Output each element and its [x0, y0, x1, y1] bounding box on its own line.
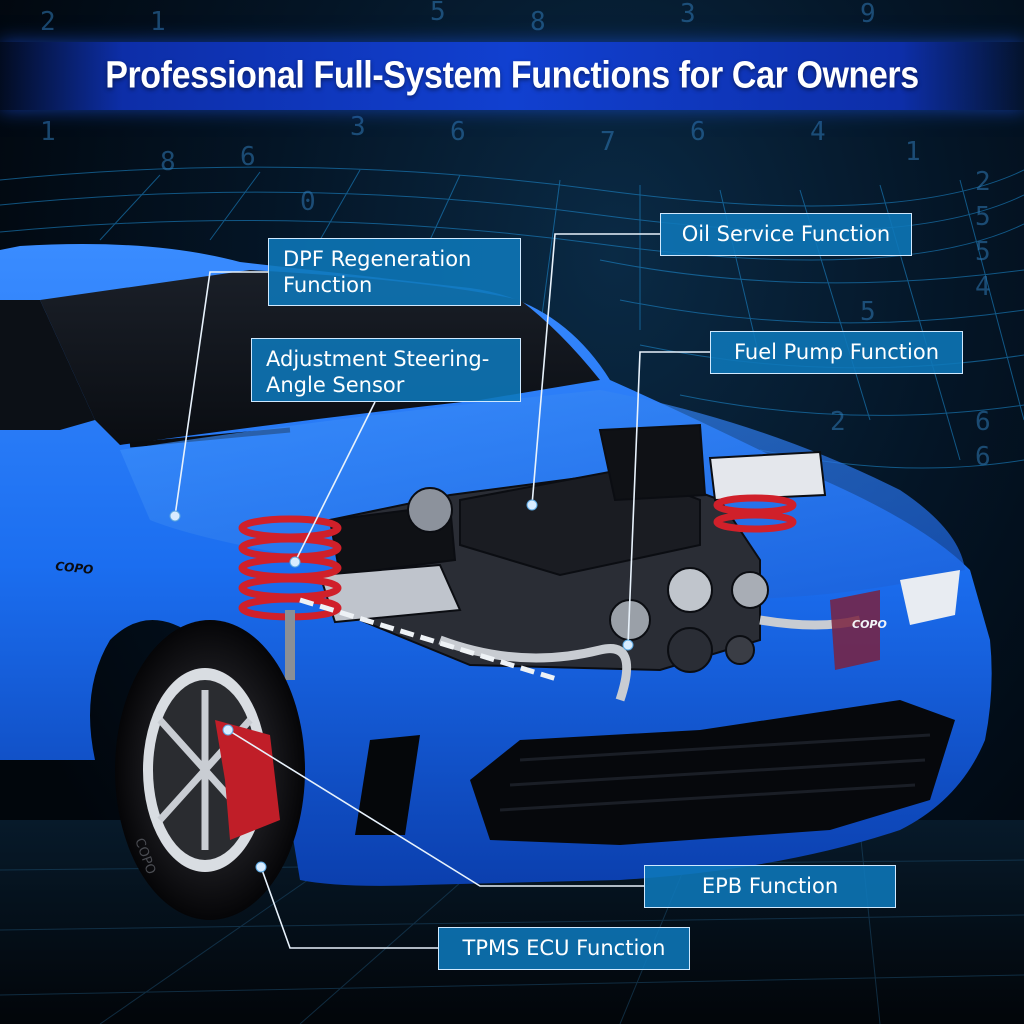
- grille-badge: COPO: [852, 618, 887, 631]
- svg-text:6: 6: [690, 117, 706, 147]
- callout-dpf-line1: DPF Regeneration: [283, 247, 472, 271]
- svg-text:8: 8: [530, 7, 546, 37]
- coil-spring: [238, 494, 797, 621]
- callout-tpms-ecu: TPMS ECU Function: [438, 927, 690, 970]
- svg-text:6: 6: [240, 142, 256, 172]
- headlight: [900, 570, 960, 625]
- title-banner: [0, 42, 1024, 110]
- svg-text:6: 6: [975, 407, 991, 437]
- svg-text:5: 5: [975, 202, 991, 232]
- svg-text:7: 7: [600, 127, 616, 157]
- grille-slats: [499, 733, 931, 812]
- svg-text:5: 5: [430, 0, 446, 27]
- callout-oil-service: Oil Service Function: [660, 213, 912, 256]
- callout-dpf-line2: Function: [283, 273, 373, 297]
- svg-text:1: 1: [905, 137, 921, 167]
- matrix-digits: 2 1 5 8 3 9 1 8 6 3 0 6 7 6 4 1 2 5 5 4 6 6 2 5: [40, 0, 991, 472]
- side-badge: COPO: [55, 559, 94, 577]
- connector-dots: [169, 499, 634, 873]
- svg-text:5: 5: [975, 237, 991, 267]
- callout-fuel-label: Fuel Pump Function: [733, 340, 940, 364]
- svg-text:8: 8: [160, 147, 176, 177]
- callout-steering-angle-sensor: Adjustment Steering- Angle Sensor: [251, 338, 521, 402]
- svg-text:6: 6: [450, 117, 466, 147]
- brake-rotor-front: [830, 590, 880, 670]
- callout-fuel-pump: Fuel Pump Function: [710, 331, 963, 374]
- callout-epb-label: EPB Function: [701, 874, 839, 898]
- svg-text:5: 5: [860, 297, 876, 327]
- callout-epb: EPB Function: [644, 865, 896, 908]
- svg-text:9: 9: [860, 0, 876, 29]
- svg-text:2: 2: [975, 167, 991, 197]
- svg-text:4: 4: [975, 272, 991, 302]
- svg-text:3: 3: [680, 0, 696, 29]
- cyber-grid: [0, 166, 1024, 469]
- page-title: Professional Full-System Functions for C…: [105, 53, 919, 97]
- callout-steering-line1: Adjustment Steering-: [266, 347, 490, 371]
- svg-text:4: 4: [810, 117, 826, 147]
- fog-vent: [355, 735, 420, 835]
- side-window: [0, 300, 95, 430]
- svg-text:3: 3: [350, 112, 366, 142]
- svg-text:6: 6: [975, 442, 991, 472]
- svg-text:2: 2: [830, 407, 846, 437]
- callout-tpms-label: TPMS ECU Function: [462, 936, 666, 960]
- steering-rack: [299, 597, 561, 683]
- svg-text:2: 2: [40, 7, 56, 37]
- callout-dpf-regeneration: DPF Regeneration Function: [268, 238, 521, 306]
- connector-lines: [174, 233, 710, 949]
- front-wheel: [115, 620, 305, 920]
- callout-oil-label: Oil Service Function: [681, 222, 891, 246]
- brake-caliper: [215, 720, 280, 840]
- svg-text:0: 0: [300, 187, 316, 217]
- callout-steering-line2: Angle Sensor: [266, 373, 405, 397]
- svg-text:1: 1: [150, 7, 166, 37]
- engine: [318, 423, 862, 702]
- svg-text:1: 1: [40, 117, 56, 147]
